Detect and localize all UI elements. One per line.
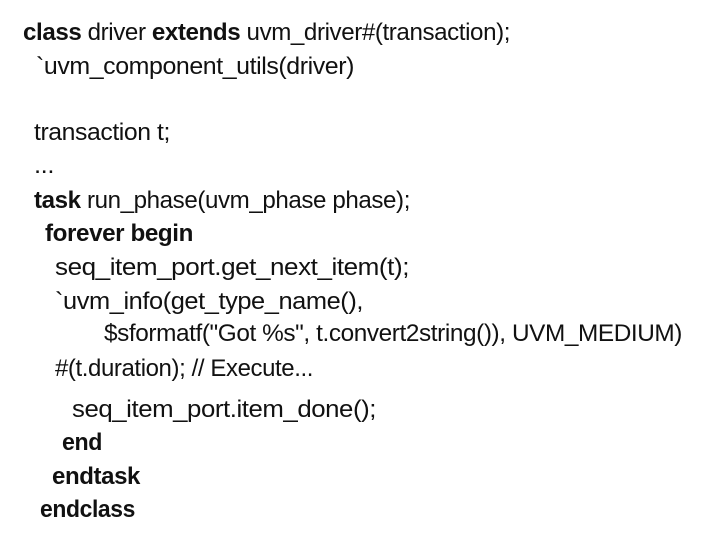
code-line: end — [62, 429, 102, 457]
code-text: transaction t; — [34, 119, 171, 146]
code-line: task run_phase(uvm_phase phase); — [34, 187, 410, 215]
code-line: seq_item_port.item_done(); — [72, 396, 376, 424]
code-line: endtask — [52, 463, 140, 491]
code-line: `uvm_info(get_type_name(), — [55, 288, 363, 316]
code-text: driver — [81, 19, 152, 46]
code-line: ... — [34, 152, 54, 180]
code-text: `uvm_component_utils(driver) — [36, 53, 355, 80]
code-text: ... — [34, 152, 54, 179]
code-text: `uvm_info(get_type_name(), — [55, 288, 363, 315]
code-keyword: extends — [151, 19, 241, 46]
code-line: $sformatf("Got %s", t.convert2string()),… — [104, 320, 682, 348]
code-line: transaction t; — [34, 119, 170, 147]
code-line: #(t.duration); // Execute... — [55, 355, 313, 383]
code-line: forever begin — [45, 220, 193, 248]
code-line: endclass — [40, 496, 135, 524]
code-text: run_phase(uvm_phase phase); — [80, 187, 410, 214]
code-keyword: forever begin — [45, 220, 194, 247]
code-line: `uvm_component_utils(driver) — [36, 53, 354, 81]
code-text: seq_item_port.item_done(); — [72, 396, 376, 423]
code-line: seq_item_port.get_next_item(t); — [55, 254, 409, 282]
code-keyword: class — [23, 19, 82, 46]
code-keyword: task — [34, 187, 81, 214]
code-keyword: end — [62, 429, 103, 456]
code-text: uvm_driver#(transaction); — [240, 19, 511, 46]
code-text: $sformatf("Got %s", t.convert2string()),… — [104, 320, 683, 347]
code-keyword: endtask — [52, 463, 141, 490]
code-text: seq_item_port.get_next_item(t); — [55, 254, 409, 281]
code-line: class driver extends uvm_driver#(transac… — [23, 19, 510, 47]
code-text: #(t.duration); // Execute... — [55, 355, 314, 382]
code-keyword: endclass — [40, 496, 136, 523]
